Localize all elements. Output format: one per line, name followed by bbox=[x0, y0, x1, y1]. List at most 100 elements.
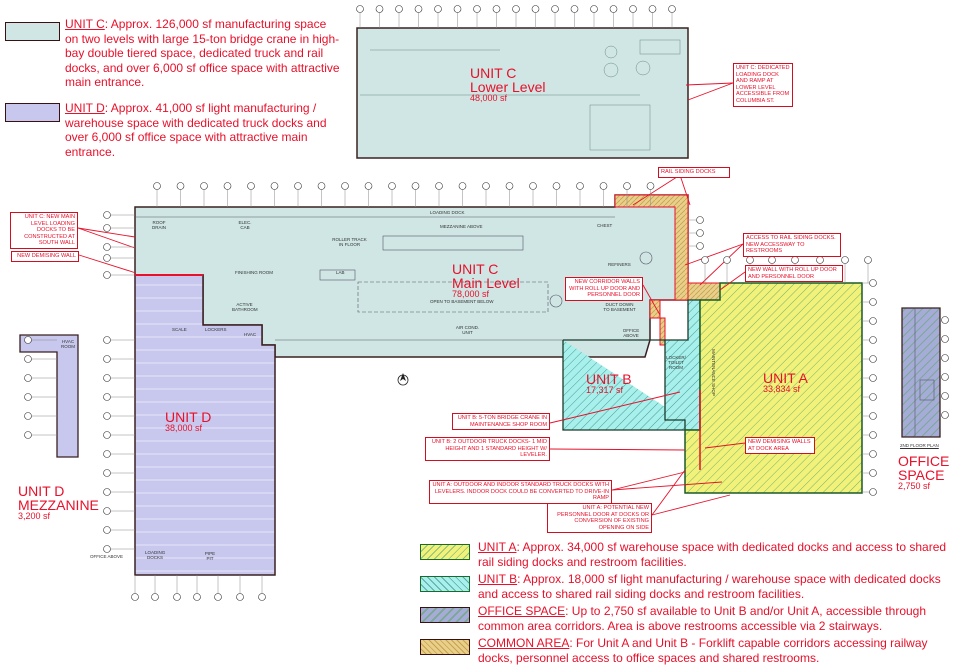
grid-marker bbox=[570, 5, 579, 13]
legend-heading: UNIT C bbox=[65, 17, 105, 31]
grid-marker bbox=[214, 593, 222, 601]
grid-marker bbox=[247, 182, 255, 190]
unit-sub: SPACE bbox=[898, 467, 945, 483]
callout-rail-siding-docks: RAIL SIDING DOCKS bbox=[658, 167, 730, 178]
grid-marker bbox=[103, 243, 111, 251]
unit-c-lower-area bbox=[356, 27, 689, 159]
legend-unit-c: UNIT C: Approx. 126,000 sf manufacturing… bbox=[65, 17, 340, 89]
callout-new-wall: NEW WALL WITH ROLL UP DOOR AND PERSONNEL… bbox=[745, 265, 843, 283]
grid-marker bbox=[746, 256, 754, 264]
grid-marker bbox=[869, 336, 877, 344]
label-open-basement: OPEN TO BASEMENT BELOW bbox=[430, 299, 494, 304]
grid-marker bbox=[531, 5, 540, 13]
grid-marker bbox=[375, 5, 384, 13]
unit-area: 48,000 sf bbox=[470, 93, 508, 103]
grid-marker bbox=[103, 545, 111, 553]
grid-marker bbox=[153, 182, 161, 190]
unit-area: 33,834 sf bbox=[763, 384, 801, 394]
grid-marker bbox=[941, 335, 949, 343]
grid-marker bbox=[435, 182, 443, 190]
label-scale: SCALE bbox=[172, 327, 187, 332]
grid-marker bbox=[24, 431, 32, 439]
unit-name: UNIT D bbox=[18, 483, 65, 499]
unit-name: UNIT C bbox=[452, 261, 499, 277]
grid-marker bbox=[103, 507, 111, 515]
unit-sub: MEZZANINE bbox=[18, 497, 99, 513]
label-roof-drain: ROOF DRAIN bbox=[151, 220, 166, 230]
grid-marker bbox=[103, 488, 111, 496]
grid-marker bbox=[505, 182, 514, 190]
grid-marker bbox=[701, 256, 709, 264]
label-mezzanine-above: MEZZANINE ABOVE bbox=[440, 224, 483, 229]
callout-c-main-docks: UNIT C: NEW MAIN LEVEL LOADING DOCKS TO … bbox=[10, 212, 78, 249]
callout-c-lower-dock: UNIT C: DEDICATED LOADING DOCK AND RAMP … bbox=[733, 63, 793, 107]
grid-marker bbox=[356, 5, 364, 13]
label-active-bathroom: ACTIVE BATHROOM bbox=[232, 302, 258, 312]
grid-marker bbox=[151, 593, 159, 601]
label-pipe-pit: PIPE PIT bbox=[204, 551, 216, 561]
grid-marker bbox=[103, 412, 111, 420]
grid-marker bbox=[24, 393, 32, 401]
grid-marker bbox=[841, 256, 849, 264]
callout-access-rail: ACCESS TO RAIL SIDING DOCKS. NEW ACCESSW… bbox=[743, 233, 841, 257]
grid-marker bbox=[341, 182, 349, 190]
legend-common-area: COMMON AREA: For Unit A and Unit B - For… bbox=[478, 636, 928, 665]
callout-demising-wall: NEW DEMISING WALL bbox=[11, 251, 79, 262]
grid-marker bbox=[941, 392, 949, 400]
unit-area: 38,000 sf bbox=[165, 423, 203, 433]
grid-marker bbox=[791, 256, 799, 264]
unit-name: UNIT B bbox=[586, 371, 632, 387]
legend-heading: OFFICE SPACE bbox=[478, 604, 566, 618]
legend-body: Approx. 34,000 sf warehouse space with d… bbox=[478, 540, 947, 569]
legend-heading: COMMON AREA bbox=[478, 636, 570, 650]
grid-marker bbox=[869, 374, 877, 382]
legend-body: For Unit A and Unit B - Forklift capable… bbox=[478, 636, 928, 665]
grid-marker bbox=[590, 5, 598, 13]
grid-marker bbox=[24, 374, 32, 382]
grid-marker bbox=[941, 411, 949, 419]
grid-marker bbox=[411, 182, 420, 190]
label-roller-track: ROLLER TRACK IN FLOOR bbox=[332, 237, 367, 247]
legend-body: Approx. 41,000 sf light manufacturing / … bbox=[65, 101, 327, 159]
north-arrow-icon bbox=[397, 373, 409, 386]
legend-swatch-common-area bbox=[420, 639, 470, 655]
grid-marker bbox=[364, 182, 373, 190]
grid-marker bbox=[512, 5, 520, 13]
unit-d-area bbox=[134, 274, 276, 576]
grid-marker bbox=[869, 412, 877, 420]
callout-a-door: UNIT A: POTENTIAL NEW PERSONNEL DOOR AT … bbox=[547, 503, 652, 534]
unit-sub: Main Level bbox=[452, 275, 520, 291]
label-lockers: LOCKERS bbox=[205, 327, 227, 332]
callout-corridor-walls: NEW CORRIDOR WALLS WITH ROLL UP DOOR AND… bbox=[565, 277, 643, 301]
grid-marker bbox=[529, 182, 537, 190]
grid-marker bbox=[103, 224, 111, 232]
unit-name: UNIT C bbox=[470, 65, 517, 81]
grid-marker bbox=[131, 593, 139, 601]
grid-marker bbox=[668, 5, 676, 13]
grid-marker bbox=[294, 182, 302, 190]
grid-marker bbox=[869, 393, 877, 401]
callout-b-crane: UNIT B: 5-TON BRIDGE CRANE IN MAINTENANC… bbox=[452, 413, 550, 431]
grid-marker bbox=[696, 242, 704, 250]
grid-marker bbox=[24, 336, 32, 344]
label-locker-toilet: LOCKER/ TOILET ROOM bbox=[666, 355, 686, 370]
grid-marker bbox=[395, 5, 403, 13]
unit-area: 3,200 sf bbox=[18, 511, 51, 521]
unit-area: 78,000 sf bbox=[452, 289, 490, 299]
grid-marker bbox=[869, 488, 877, 496]
label-loading-dock: LOADING DOCK bbox=[430, 210, 465, 215]
grid-marker bbox=[941, 316, 949, 324]
legend-swatch-office-space bbox=[420, 607, 470, 623]
grid-marker bbox=[869, 298, 877, 306]
callout-a-docks: UNIT A: OUTDOOR AND INDOOR STANDARD TRUC… bbox=[429, 480, 612, 504]
grid-marker bbox=[696, 216, 704, 224]
label-refiners: REFINERS bbox=[608, 262, 631, 267]
label-hvac-room: HVAC ROOM bbox=[61, 339, 75, 349]
grid-marker bbox=[103, 211, 111, 219]
label-finishing-room: FINISHING ROOM bbox=[235, 270, 273, 275]
